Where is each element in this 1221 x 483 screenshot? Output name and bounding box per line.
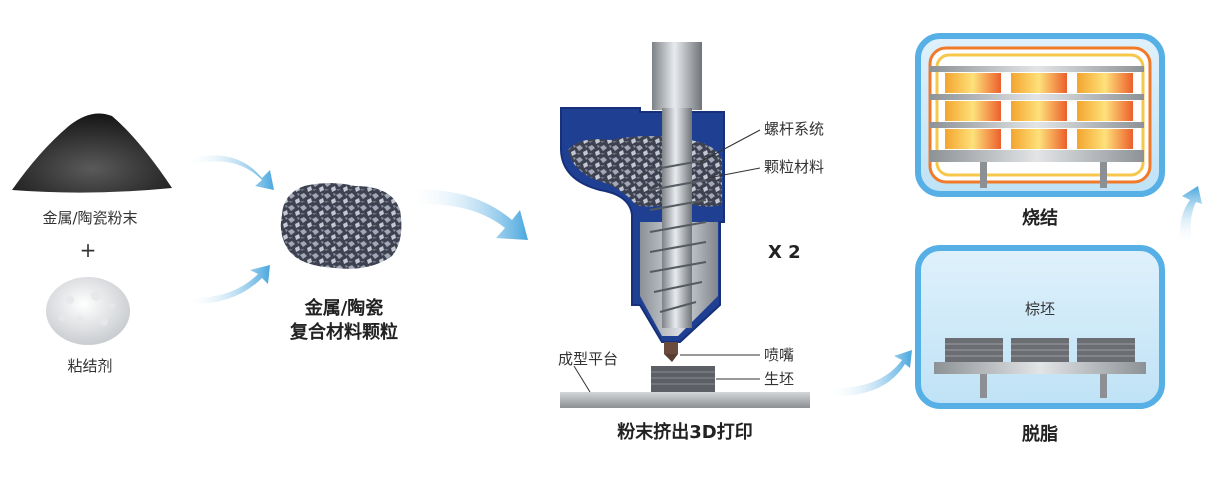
build-platform (560, 392, 810, 408)
binder-label: 粘结剂 (67, 357, 113, 375)
screw-system-label: 螺杆系统 (764, 120, 825, 138)
composite-granule-image (280, 183, 402, 269)
screw-flights (649, 159, 707, 313)
binder-pile (46, 277, 130, 345)
arrow-debind-to-sinter (1179, 186, 1202, 245)
arrow-printer-to-debind (828, 350, 912, 397)
metal-powder-pile (12, 113, 172, 193)
debind-title: 脱脂 (1022, 424, 1058, 445)
powder-label: 金属/陶瓷粉末 (42, 209, 138, 227)
nozzle (664, 342, 678, 354)
hopper-granules (568, 136, 722, 207)
sinter-shelves (930, 66, 1144, 162)
platform-label: 成型平台 (558, 350, 619, 368)
granule-material-label: 颗粒材料 (764, 158, 825, 176)
arrow-powder-to-granule (185, 155, 274, 190)
leader-platform (573, 365, 591, 393)
plus-sign: + (79, 238, 97, 262)
green-part (651, 366, 715, 392)
green-part-label: 生坯 (764, 370, 795, 388)
arrow-granule-to-printer (408, 189, 528, 240)
sinter-parts (945, 73, 1133, 149)
sinter-title: 烧结 (1022, 208, 1058, 229)
granule-title-line1: 金属/陶瓷 (304, 298, 384, 319)
debind-shelf (934, 362, 1146, 374)
multiplier-label: X 2 (768, 242, 801, 263)
printer-title: 粉末挤出3D打印 (617, 422, 753, 443)
leader-screw (699, 129, 761, 163)
debind-chamber (915, 245, 1165, 409)
screw-shaft (652, 42, 702, 110)
granule-title-line2: 复合材料颗粒 (290, 322, 398, 343)
brown-part-label: 棕坯 (1024, 300, 1055, 318)
arrow-binder-to-granule (185, 265, 270, 305)
nozzle-label: 喷嘴 (764, 346, 795, 364)
leader-granule (707, 167, 761, 179)
